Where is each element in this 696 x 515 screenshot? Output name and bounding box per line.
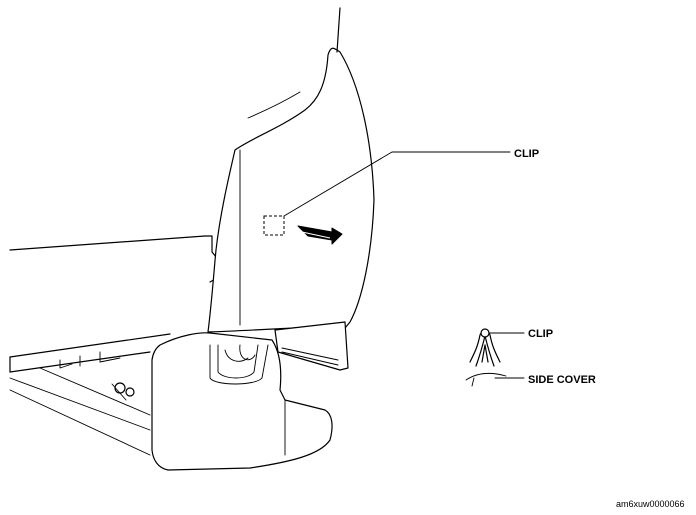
clip-detail-label: CLIP — [528, 328, 553, 340]
clip-top-label: CLIP — [514, 148, 539, 160]
removal-arrow-icon — [297, 225, 343, 245]
clip-location-marker — [263, 215, 285, 236]
clip-top-leader — [283, 151, 511, 217]
seat-hinge-cover — [151, 332, 333, 471]
seat-back-side-cover — [207, 7, 375, 371]
clip-detail-icon — [465, 328, 507, 387]
floor-rail — [9, 333, 171, 456]
figure-code: am6xuw0000066 — [616, 499, 685, 509]
seat-cushion — [9, 235, 218, 283]
side-cover-label: SIDE COVER — [528, 374, 596, 386]
